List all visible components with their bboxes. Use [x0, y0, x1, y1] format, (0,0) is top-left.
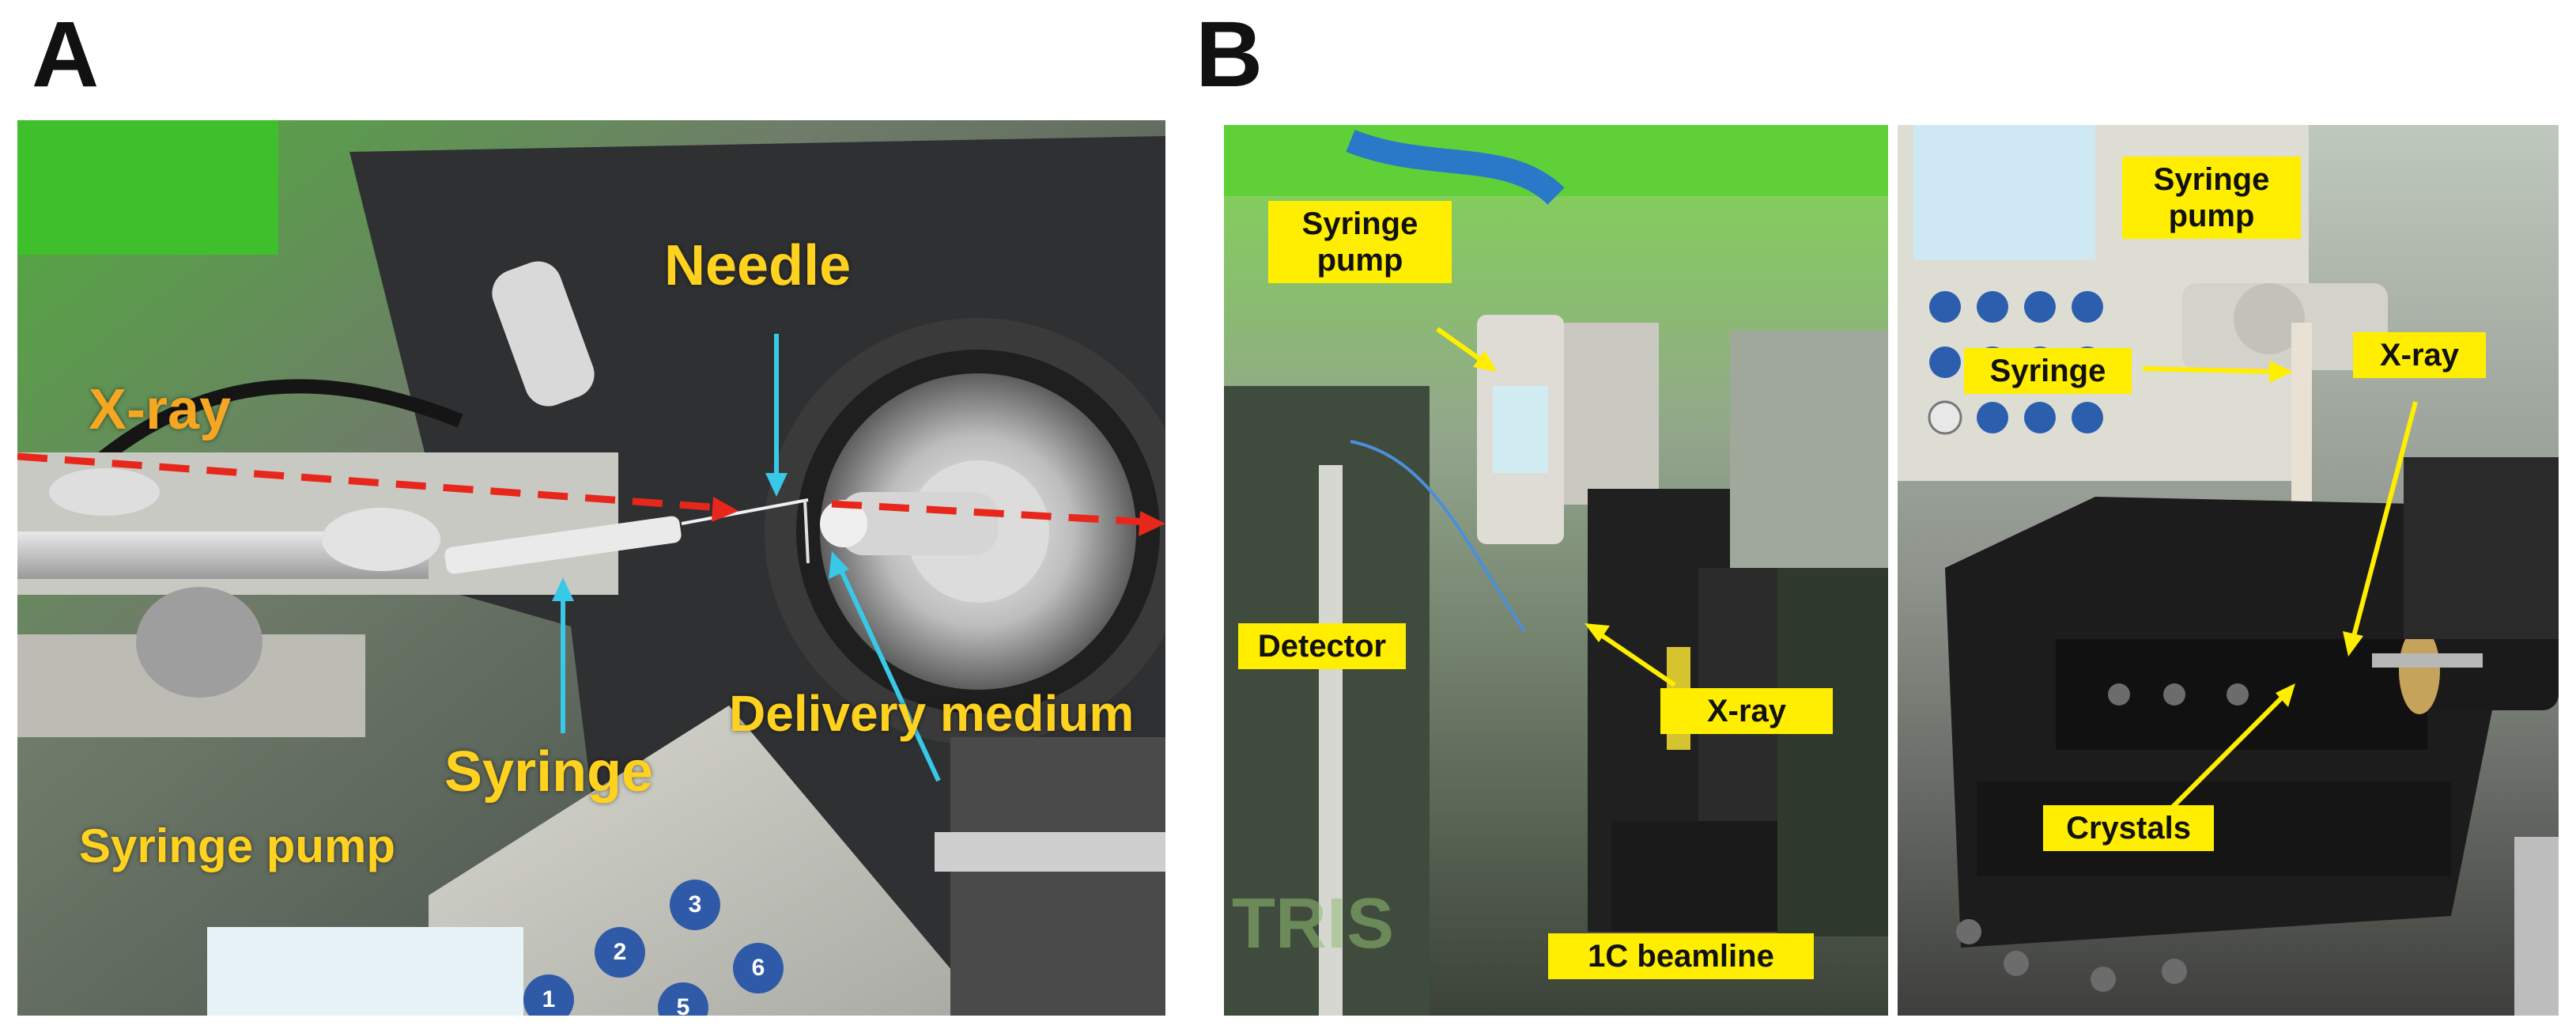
label-syringe-a: Syringe [444, 740, 654, 804]
tag-1c-beamline: 1C beamline [1548, 933, 1814, 979]
tag-crystals: Crystals [2043, 805, 2214, 851]
tag-syringe-pump-b-left: Syringe pump [1268, 201, 1452, 283]
keypad-key-2: 2 [595, 927, 645, 978]
tag-detector: Detector [1238, 623, 1406, 669]
photo-a-scene [17, 120, 1165, 1016]
label-needle: Needle [664, 234, 852, 297]
label-syringe-pump-a: Syringe pump [79, 819, 396, 872]
photo-panel-b-right: Syringe pump Syringe X-ray Crystals [1898, 125, 2559, 1016]
panel-letter-b: B [1195, 2, 1263, 107]
tag-xray-b-right: X-ray [2353, 332, 2486, 378]
tag-xray-b-left: X-ray [1660, 688, 1833, 734]
tag-syringe-b-right: Syringe [1964, 348, 2132, 394]
panel-letter-a: A [32, 2, 100, 107]
photo-panel-b-left: TRIS Syringe pump Detector X-ray 1C beam… [1224, 125, 1888, 1016]
photo-panel-a: 1 2 3 5 6 Needle X-ray Syringe Syringe p… [17, 120, 1165, 1016]
svg-text:TRIS: TRIS [1232, 884, 1394, 963]
label-xray-a: X-ray [89, 378, 232, 441]
label-delivery-medium: Delivery medium [729, 685, 1135, 742]
photo-b-right-scene [1898, 125, 2559, 1016]
keypad-key-1: 1 [523, 974, 574, 1016]
tag-syringe-pump-b-right: Syringe pump [2122, 157, 2301, 239]
keypad-key-6: 6 [733, 943, 784, 993]
keypad-key-3: 3 [670, 880, 720, 930]
